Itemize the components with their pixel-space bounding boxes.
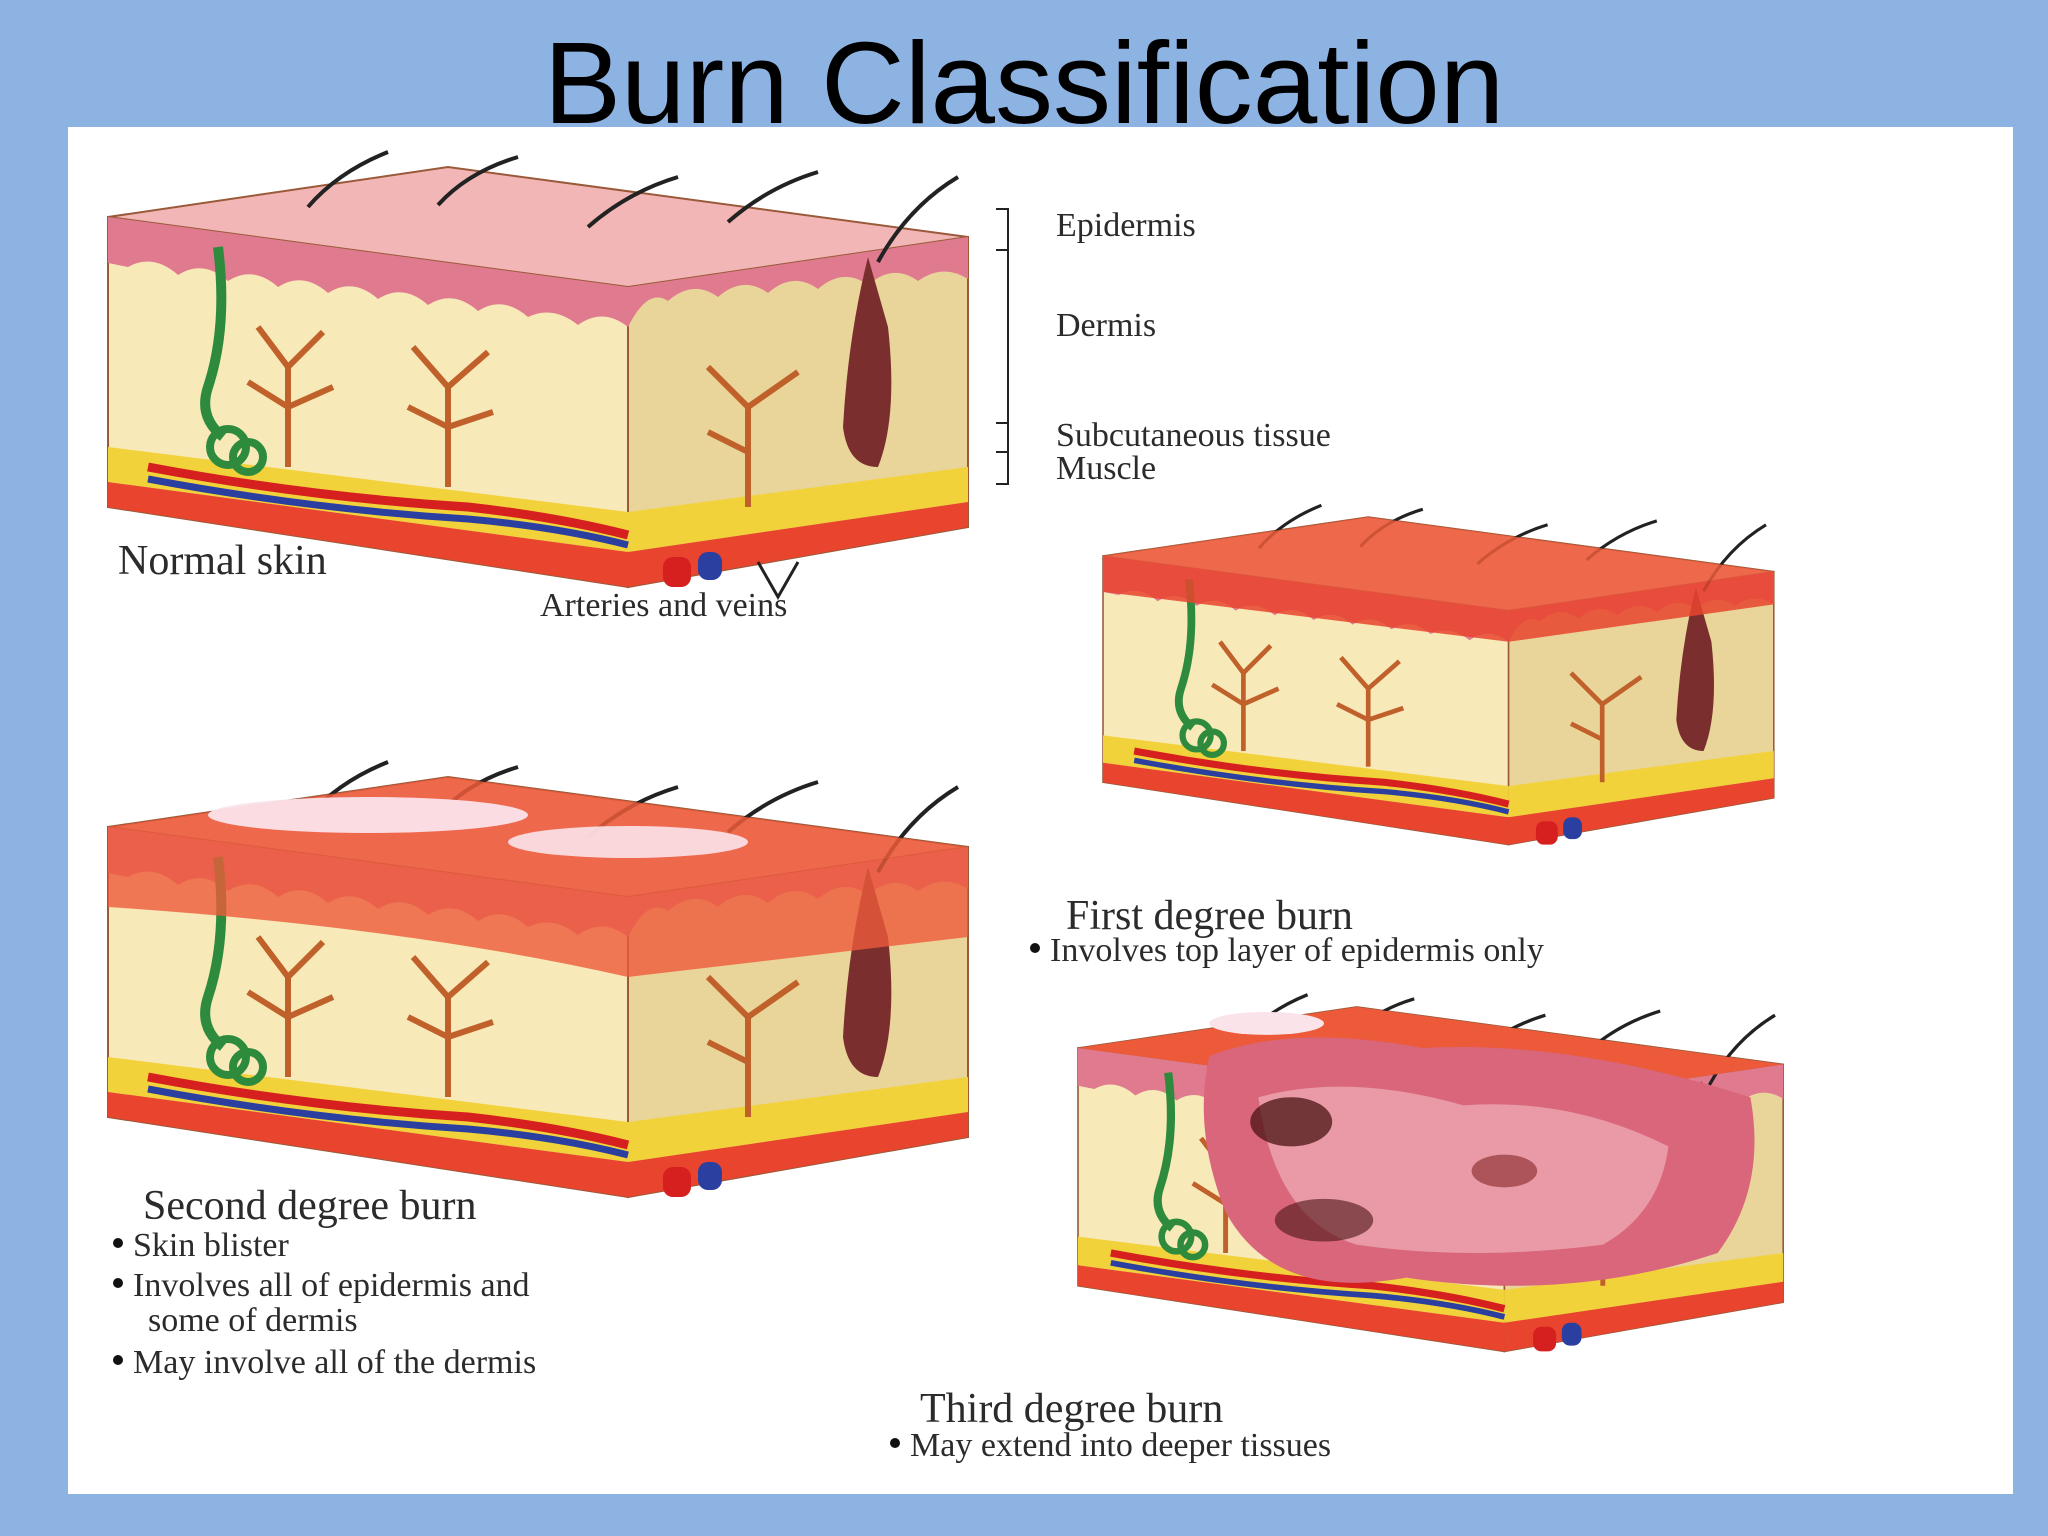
bullet-dot: [1030, 943, 1040, 953]
vessels-pointer: [756, 561, 800, 601]
dermis-label: Dermis: [1056, 307, 1157, 344]
epidermis-label: Epidermis: [1056, 207, 1196, 244]
third-degree-block: [1078, 995, 1783, 1352]
first-degree-block: [1103, 505, 1774, 844]
muscle-label: Muscle: [1056, 450, 1157, 487]
first-degree-bullet: Involves top layer of epidermis only: [1030, 932, 1544, 970]
arteries-veins-label: Arteries and veins: [540, 587, 788, 624]
bullet-dot: [113, 1278, 123, 1288]
second-degree-bullet-3: May involve all of the dermis: [113, 1344, 536, 1382]
second-bullet-text-3: May involve all of the dermis: [133, 1344, 537, 1381]
first-degree-title: First degree burn: [1066, 893, 1353, 939]
third-bullet-text: May extend into deeper tissues: [910, 1427, 1332, 1464]
skin-cross-section-illustrations: [68, 127, 2013, 1494]
normal-skin-block: [108, 152, 968, 587]
bullet-dot: [113, 1238, 123, 1248]
second-degree-bullet-1: Skin blister: [113, 1227, 289, 1265]
second-degree-block: [108, 762, 968, 1197]
first-bullet-text: Involves top layer of epidermis only: [1050, 932, 1544, 969]
second-degree-bullet-2: Involves all of epidermis and: [113, 1267, 530, 1305]
second-bullet-text-2: Involves all of epidermis and: [133, 1267, 530, 1304]
second-bullet-text-1: Skin blister: [133, 1227, 289, 1264]
second-degree-bullet-2-continued: some of dermis: [148, 1302, 358, 1339]
layer-brackets: [996, 208, 1009, 485]
bullet-dot: [113, 1355, 123, 1365]
slide-title: Burn Classification: [543, 18, 1505, 148]
third-degree-title: Third degree burn: [920, 1386, 1224, 1432]
subcutaneous-label: Subcutaneous tissue: [1056, 417, 1331, 454]
normal-skin-label: Normal skin: [118, 538, 327, 584]
second-degree-title: Second degree burn: [143, 1183, 477, 1229]
diagram-panel: Epidermis Dermis Subcutaneous tissue Mus…: [68, 127, 2013, 1494]
third-degree-bullet: May extend into deeper tissues: [890, 1427, 1331, 1465]
bullet-dot: [890, 1438, 900, 1448]
